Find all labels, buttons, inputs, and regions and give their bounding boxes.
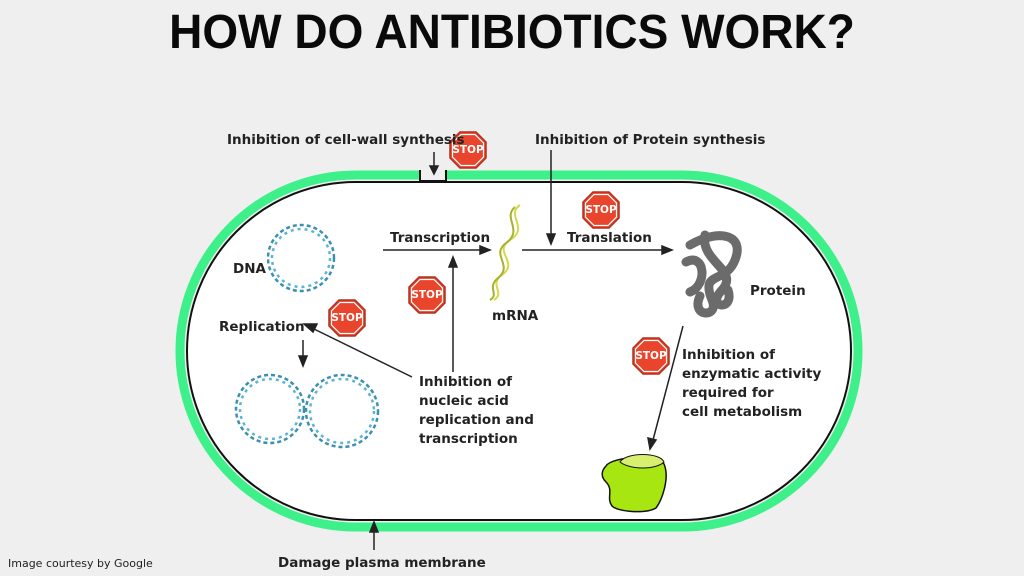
protein-icon xyxy=(681,230,742,318)
stop-label: STOP xyxy=(452,144,484,156)
stop-sign-transcription: STOP xyxy=(408,276,446,314)
stop-sign-replication: STOP xyxy=(328,299,366,337)
stop-sign-translation: STOP xyxy=(582,191,620,229)
label-enzyme-line: Inhibition of xyxy=(682,347,775,363)
stop-octagon-icon xyxy=(408,276,446,314)
label-replication: Replication xyxy=(219,319,305,335)
label-nucleic-line: transcription xyxy=(419,431,518,447)
stop-octagon-icon xyxy=(582,191,620,229)
stop-label: STOP xyxy=(411,289,443,301)
arrow-translation-head xyxy=(661,244,675,256)
arrow-membrane-head xyxy=(368,519,380,533)
label-cell-wall: Inhibition of cell-wall synthesis xyxy=(227,132,465,148)
arrow-nucleic-left-head xyxy=(302,323,319,334)
arrow-protein-synthesis-head xyxy=(545,233,557,247)
arrow-transcription-head xyxy=(479,244,493,256)
arrow-enzyme-head xyxy=(647,436,658,451)
page-title: HOW DO ANTIBIOTICS WORK? xyxy=(169,3,855,59)
label-enzyme-inhibition: Inhibition of enzymatic activity require… xyxy=(682,346,821,422)
arrow-cell-wall-head xyxy=(428,165,440,176)
label-dna: DNA xyxy=(233,261,266,277)
dna-circle-icon xyxy=(266,223,336,293)
stop-octagon-icon xyxy=(632,337,670,375)
label-enzyme-line: required for xyxy=(682,385,774,401)
label-protein: Protein xyxy=(750,283,806,299)
plasma-membrane xyxy=(186,181,852,521)
label-nucleic-line: Inhibition of xyxy=(419,374,512,390)
arrow-enzyme xyxy=(652,325,684,441)
label-protein-synthesis: Inhibition of Protein synthesis xyxy=(535,132,766,148)
label-nucleic-line: nucleic acid xyxy=(419,393,509,409)
label-mrna: mRNA xyxy=(492,308,539,324)
replicated-dna-icon xyxy=(234,373,380,449)
stop-label: STOP xyxy=(635,350,667,362)
arrow-nucleic-left xyxy=(313,328,413,378)
label-nucleic-line: replication and xyxy=(419,412,534,428)
label-enzyme-line: cell metabolism xyxy=(682,404,803,420)
label-translation: Translation xyxy=(567,230,652,246)
enzyme-icon xyxy=(601,454,667,513)
label-membrane: Damage plasma membrane xyxy=(278,555,486,571)
stop-octagon-icon xyxy=(449,131,487,169)
label-transcription: Transcription xyxy=(390,230,491,246)
label-enzyme-line: enzymatic activity xyxy=(682,366,822,382)
arrow-nucleic-up-head xyxy=(447,254,459,268)
stop-label: STOP xyxy=(585,204,617,216)
stop-label: STOP xyxy=(331,312,363,324)
label-nucleic-acid-inhibition: Inhibition of nucleic acid replication a… xyxy=(419,373,534,449)
stop-octagon-icon xyxy=(328,299,366,337)
mrna-icon xyxy=(489,204,521,301)
arrow-replication-head xyxy=(297,355,309,369)
cell-wall xyxy=(175,170,863,532)
image-credit: Image courtesy by Google xyxy=(8,557,153,570)
cell-wall-notch xyxy=(419,170,447,182)
stop-sign-enzyme: STOP xyxy=(632,337,670,375)
stop-sign-cell-wall: STOP xyxy=(449,131,487,169)
